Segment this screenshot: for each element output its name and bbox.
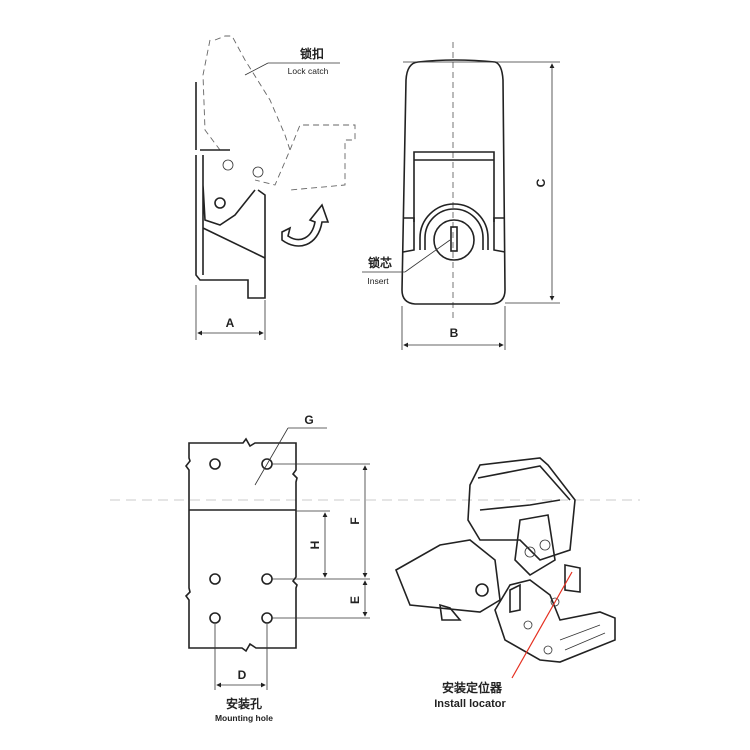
install-locator-label-cn: 安装定位器	[442, 680, 503, 695]
dimension-a-label: A	[226, 316, 235, 330]
dimension-d-label: D	[238, 668, 247, 682]
key-insert-icon	[433, 219, 475, 261]
lock-catch-label-cn: 锁扣	[300, 46, 324, 61]
install-locator-label-en: Install locator	[434, 698, 506, 710]
dimension-c-label: C	[534, 178, 548, 187]
lock-catch-open-outline	[202, 35, 356, 191]
front-view: C B 锁芯 Insert	[362, 42, 560, 350]
dimension-e-label: E	[348, 596, 362, 604]
mounting-hole-label-cn: 安装孔	[226, 696, 262, 711]
isometric-view: 安装定位器 Install locator	[394, 457, 616, 710]
mounting-hole-view: F H E G D 安装孔 Mounting hole	[184, 413, 370, 723]
rotate-arrow-icon	[281, 203, 330, 247]
insert-label-cn: 锁芯	[368, 255, 392, 270]
mounting-hole-label-en: Mounting hole	[215, 713, 273, 723]
dimension-f-label: F	[348, 517, 362, 524]
dimension-h-label: H	[308, 541, 322, 550]
mounting-holes	[209, 458, 273, 624]
locator-pointer-line	[511, 571, 573, 679]
pivot-icon	[214, 197, 226, 209]
dimension-g-label: G	[304, 413, 313, 427]
dimension-b-label: B	[450, 326, 459, 340]
side-view: A 锁扣 Lock catch	[195, 35, 356, 340]
lock-catch-label-en: Lock catch	[288, 66, 329, 76]
insert-label-en: Insert	[367, 276, 389, 286]
